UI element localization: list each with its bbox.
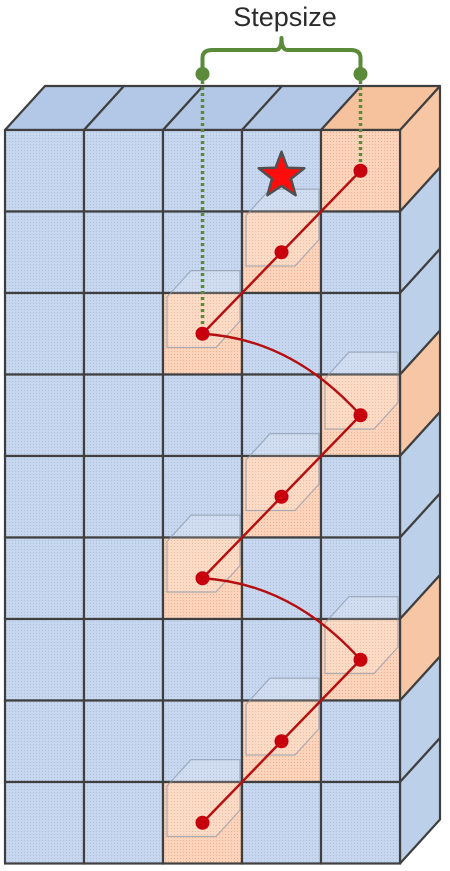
grid-cell [3, 536, 86, 621]
path-node [353, 408, 368, 423]
grid-cell [82, 617, 165, 702]
grid-cell [82, 128, 165, 213]
path-node [353, 163, 368, 178]
grid-cell [3, 454, 86, 539]
grid-cell [240, 780, 323, 865]
grid-cell [82, 291, 165, 376]
grid-cell [319, 210, 402, 295]
grid-cell [82, 536, 165, 621]
path-segment [201, 740, 283, 824]
star-icon [257, 150, 306, 197]
walk-path-layer [195, 163, 368, 830]
grid-cell [82, 780, 165, 865]
grid-cell [3, 373, 86, 458]
grid-cell [240, 617, 323, 702]
path-segment [280, 658, 362, 743]
grid-cell [82, 210, 165, 295]
grid-cell [319, 536, 402, 621]
grid-cell [3, 210, 86, 295]
front-faces-layer [3, 128, 402, 865]
path-node [195, 571, 210, 586]
path-segment [201, 495, 283, 580]
grid-cell [319, 291, 402, 376]
grid-cell [82, 373, 165, 458]
grid-cell [319, 699, 402, 784]
path-segment [201, 251, 283, 335]
bracket-end-right [353, 67, 368, 81]
grid-cell [3, 617, 86, 702]
grid-cell [82, 699, 165, 784]
grid-cell [3, 699, 86, 784]
bracket-brace [200, 36, 363, 74]
ghost-cube [245, 677, 320, 756]
path-node [274, 245, 289, 260]
path-node [353, 652, 368, 667]
ghost-cube [245, 433, 320, 512]
path-segment [280, 169, 362, 254]
ghost-cube [166, 758, 241, 838]
top-faces-layer [3, 84, 442, 132]
grid-cell [161, 454, 244, 539]
stepsize-label: Stepsize [233, 2, 337, 32]
grid-cell [161, 373, 244, 458]
grid-cell [319, 780, 402, 865]
grid-cell [240, 536, 323, 621]
bracket-end-left [195, 67, 210, 81]
grid-cell [319, 454, 402, 539]
ghost-cube [166, 514, 241, 593]
grid-cell [3, 780, 86, 865]
grid-cell [3, 291, 86, 376]
path-segment [280, 414, 362, 498]
path-node [274, 489, 289, 504]
path-curve [202, 332, 362, 417]
star-layer [257, 150, 306, 197]
grid-cell [82, 454, 165, 539]
path-node [195, 815, 210, 830]
grid-cell [161, 617, 244, 702]
grid-cell [240, 291, 323, 376]
ghost-cube [324, 351, 399, 430]
path-node [195, 326, 210, 341]
grid-cell [161, 699, 244, 784]
path-node [274, 734, 289, 749]
side-faces-layer [398, 84, 442, 865]
stepsize-bracket [195, 36, 368, 328]
ghost-cube [324, 595, 399, 675]
grid-cell [3, 128, 86, 213]
path-curve [202, 577, 362, 661]
